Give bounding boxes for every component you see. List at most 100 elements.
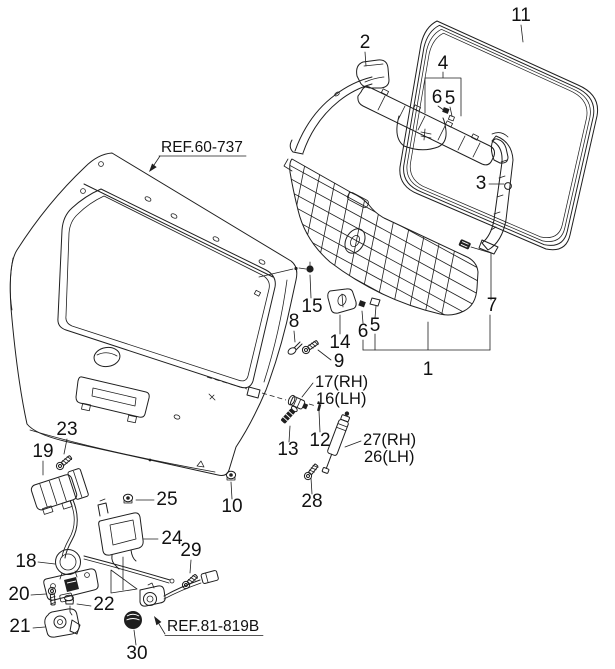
grommet-30 bbox=[124, 611, 142, 629]
leader-c8 bbox=[293, 330, 296, 343]
callout-2: 2 bbox=[360, 32, 371, 53]
box-14 bbox=[327, 288, 357, 314]
emblem-oval bbox=[93, 346, 121, 368]
bolt-8 bbox=[287, 341, 303, 355]
callout-14: 14 bbox=[329, 332, 351, 353]
striker-mount bbox=[246, 386, 261, 399]
clip-6b bbox=[358, 300, 366, 308]
callout-6a: 6 bbox=[432, 87, 443, 108]
leader-c20 bbox=[30, 593, 47, 596]
leader-c17-c16 bbox=[301, 382, 314, 398]
latch-rod-left bbox=[64, 499, 78, 559]
rail-assembly-drawing bbox=[357, 86, 509, 166]
upper-garnish-drawing bbox=[289, 59, 390, 155]
leader-c12 bbox=[318, 410, 321, 433]
trim-panel-lattice bbox=[289, 159, 478, 315]
window-aperture-inner bbox=[65, 195, 270, 382]
leader-c21 bbox=[32, 626, 46, 629]
callout-28: 28 bbox=[301, 491, 322, 512]
leader-c2 bbox=[364, 51, 367, 67]
callout-11: 11 bbox=[511, 5, 531, 26]
ref-bottom-text: REF.81-819B bbox=[167, 618, 259, 635]
leader-c28 bbox=[310, 477, 313, 495]
trim-panel-drawing bbox=[283, 158, 479, 316]
callout-17: 17(RH) bbox=[315, 373, 368, 391]
nut-25 bbox=[122, 493, 134, 504]
bolt-13 bbox=[281, 405, 298, 424]
callout-5b: 5 bbox=[370, 315, 381, 336]
callout-7: 7 bbox=[487, 295, 498, 316]
leader-c29 bbox=[189, 559, 192, 574]
housing-21-drawing bbox=[44, 608, 81, 638]
callout-18: 18 bbox=[15, 551, 36, 572]
pin-12 bbox=[316, 401, 322, 412]
callout-9: 9 bbox=[334, 351, 345, 372]
ref-bottom-arrowhead bbox=[154, 616, 162, 626]
screw-9 bbox=[300, 338, 321, 356]
washer-5b bbox=[369, 297, 381, 307]
callout-4: 4 bbox=[438, 53, 449, 74]
ref-top-arrowhead bbox=[149, 163, 157, 172]
callout-27: 27(RH) bbox=[363, 431, 416, 449]
callout-26: 26(LH) bbox=[364, 448, 414, 466]
rail-clip-5 bbox=[448, 115, 455, 122]
side-garnish-drawing bbox=[478, 132, 514, 255]
clip-15 bbox=[306, 261, 314, 273]
callout-20: 20 bbox=[8, 584, 29, 605]
leader-c30 bbox=[133, 629, 137, 646]
leader-c22 bbox=[76, 603, 92, 607]
callout-5a: 5 bbox=[445, 88, 456, 109]
screw-20 bbox=[47, 586, 58, 606]
callout-3: 3 bbox=[476, 173, 487, 194]
tailgate-panel-drawing bbox=[9, 152, 317, 476]
callout-30: 30 bbox=[126, 643, 147, 664]
bracket-24-drawing bbox=[97, 498, 144, 594]
panel-emblem-hole bbox=[344, 228, 366, 254]
callout-13: 13 bbox=[277, 439, 298, 460]
rail-clip-6 bbox=[442, 107, 450, 114]
latch-18-drawing bbox=[43, 549, 175, 603]
latch-rod-left-2 bbox=[61, 500, 75, 558]
hinge-19-drawing bbox=[30, 468, 89, 515]
rail-flap bbox=[396, 115, 447, 151]
leader-c5b bbox=[374, 305, 377, 351]
license-recess bbox=[75, 376, 150, 424]
callout-24: 24 bbox=[161, 528, 183, 549]
leader-c23 bbox=[63, 438, 68, 455]
latch-cable-rod bbox=[83, 555, 171, 581]
screw-23 bbox=[54, 453, 74, 472]
leader-c13 bbox=[288, 425, 291, 443]
leader-c6b bbox=[361, 310, 364, 351]
leader-c10 bbox=[230, 481, 233, 500]
callout-23: 23 bbox=[56, 419, 77, 440]
leader-c15 bbox=[309, 274, 312, 299]
roof-band-line bbox=[83, 183, 274, 278]
callout-15: 15 bbox=[301, 296, 322, 317]
leader-lines bbox=[30, 24, 524, 646]
leader-c11 bbox=[520, 24, 524, 43]
garnish-hole bbox=[504, 182, 512, 190]
callout-16: 16(LH) bbox=[316, 390, 366, 408]
leader-c18 bbox=[37, 561, 56, 565]
panel-clip-7 bbox=[458, 239, 471, 250]
callout-1: 1 bbox=[423, 359, 434, 380]
callouts: 11 2 4 6 5 3 7 15 8 14 9 6 5 1 17(RH) 16… bbox=[8, 5, 530, 664]
ref-bottom-label: REF.81-819B bbox=[154, 616, 264, 636]
leader-c4-bracket bbox=[424, 71, 462, 117]
callout-21: 21 bbox=[9, 616, 30, 637]
callout-29: 29 bbox=[180, 540, 201, 561]
leader-c1-bracket bbox=[362, 321, 491, 351]
weatherstrip-seal-drawing bbox=[399, 20, 599, 251]
callout-25: 25 bbox=[156, 489, 177, 510]
rail-end-cap bbox=[490, 138, 509, 164]
leader-c6a bbox=[437, 105, 446, 112]
callout-19: 19 bbox=[32, 441, 53, 462]
gas-strut-drawing bbox=[321, 411, 351, 474]
leader-c7-up bbox=[470, 246, 492, 301]
window-aperture-outer bbox=[57, 188, 276, 389]
callout-6b: 6 bbox=[358, 321, 369, 342]
callout-12: 12 bbox=[309, 430, 330, 451]
leader-c27-c26 bbox=[344, 440, 362, 448]
garnish-end-cap bbox=[356, 59, 390, 89]
